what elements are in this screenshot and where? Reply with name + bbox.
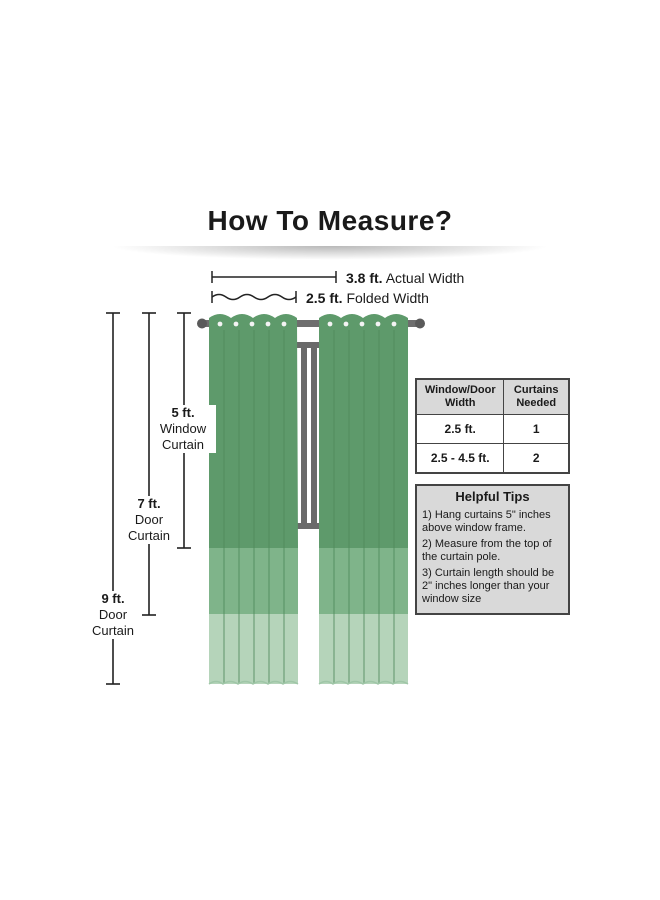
- helpful-tips-box: Helpful Tips 1) Hang curtains 5" inches …: [415, 484, 570, 615]
- actual-width-line: [211, 271, 337, 283]
- right-curtain: [318, 314, 409, 685]
- table-cell: 2.5 - 4.5 ft.: [415, 443, 505, 474]
- actual-width-text: Actual Width: [385, 270, 465, 286]
- window-frame: [296, 342, 320, 529]
- list-item: 1) Hang curtains 5" inches above window …: [422, 509, 551, 534]
- length-label-7ft: 7 ft. Door Curtain: [120, 496, 178, 544]
- actual-width-value: 3.8 ft.: [346, 270, 383, 286]
- page-title: How To Measure?: [207, 205, 453, 236]
- table-row: 2.5 - 4.5 ft. 2: [415, 443, 570, 474]
- folded-width-text: Folded Width: [346, 290, 429, 306]
- list-item: 3) Curtain length should be 2" inches lo…: [422, 567, 555, 605]
- length-line2: Curtain: [162, 437, 204, 452]
- length-line1: Door: [98, 607, 128, 622]
- length-line1: Window: [159, 421, 207, 436]
- list-item: 2) Measure from the top of the curtain p…: [422, 538, 552, 563]
- table-header: Curtains Needed: [503, 378, 570, 415]
- table-cell: 2: [503, 443, 570, 474]
- table-header-row: Window/Door Width Curtains Needed: [415, 378, 570, 415]
- length-line1: Door: [134, 512, 164, 527]
- actual-width-label: 3.8 ft. Actual Width: [346, 270, 464, 286]
- tips-heading: Helpful Tips: [455, 489, 530, 504]
- length-line-7ft: [142, 312, 156, 616]
- length-label-5ft: 5 ft. Window Curtain: [150, 405, 216, 453]
- curtain-size-table: Window/Door Width Curtains Needed 2.5 ft…: [415, 378, 570, 474]
- folded-width-line: [211, 291, 297, 303]
- length-value: 9 ft.: [101, 591, 125, 606]
- table-cell: 1: [503, 414, 570, 444]
- title-shadow: [110, 246, 550, 260]
- length-value: 5 ft.: [171, 405, 195, 420]
- folded-width-label: 2.5 ft. Folded Width: [306, 290, 429, 306]
- length-label-9ft: 9 ft. Door Curtain: [84, 591, 142, 639]
- length-value: 7 ft.: [137, 496, 161, 511]
- folded-width-value: 2.5 ft.: [306, 290, 343, 306]
- table-row: 2.5 ft. 1: [415, 414, 570, 444]
- left-curtain: [208, 314, 299, 685]
- length-line2: Curtain: [128, 528, 170, 543]
- tips-list: 1) Hang curtains 5" inches above window …: [417, 509, 568, 606]
- table-cell: 2.5 ft.: [415, 414, 505, 444]
- length-line2: Curtain: [92, 623, 134, 638]
- table-header: Window/Door Width: [415, 378, 505, 415]
